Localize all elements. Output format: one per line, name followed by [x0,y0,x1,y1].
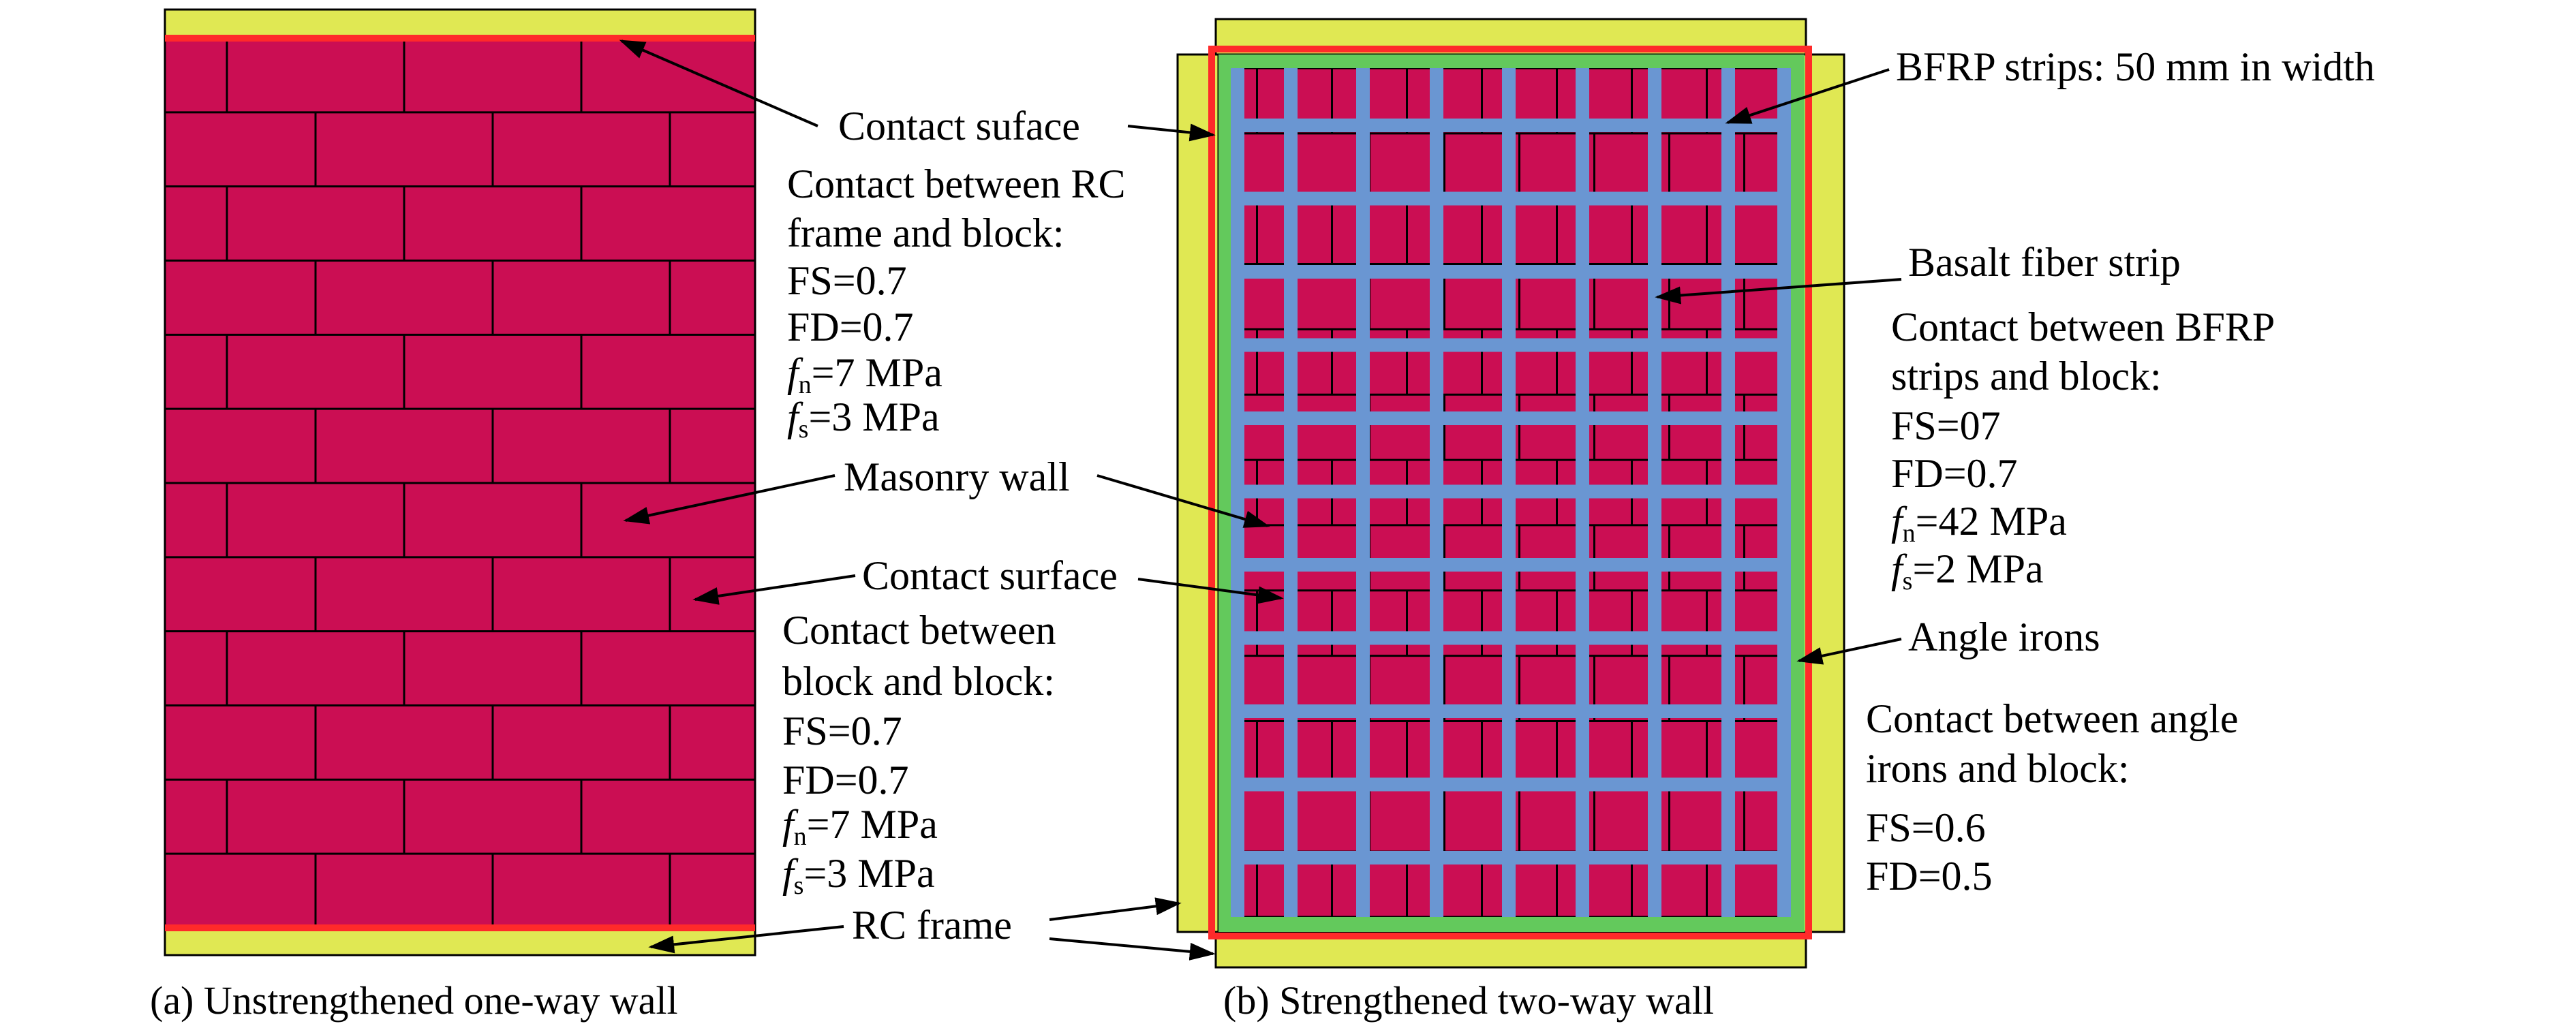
arrow-basalt-fiber-strip [1655,278,1902,305]
label-angle-block-contact-line1: Contact between angle [1866,696,2238,741]
panel-b [1176,18,1845,969]
frp-strip-horizontal [1231,704,1791,718]
frp-strip-horizontal [1231,265,1791,279]
arrow-rc-frame-a [648,925,844,954]
label-rc-block-fs-strength: fs=3 MPa [787,394,940,443]
arrow-masonry-wall-b [1097,474,1270,528]
label-block-block-contact-line2: block and block: [782,659,1055,704]
fs-value: =3 MPa [803,851,934,896]
rc-frame-top-beam-a [164,8,756,40]
arrow-bfrp-strips [1725,68,1890,124]
arrow-angle-irons [1796,638,1902,665]
fn-value: =42 MPa [1916,499,2067,544]
label-bfrp-strips: BFRP strips: 50 mm in width [1896,44,2375,89]
arrow-contact-suface-a [619,40,818,127]
caption-b: (b) Strengthened two-way wall [1223,978,1714,1023]
arrow-contact-surface-a [692,574,856,605]
fs-value: =2 MPa [1912,546,2043,591]
panel-a [164,8,756,956]
label-rc-block-contact-line1: Contact between RC [787,161,1126,206]
label-rc-block-fd: FD=0.7 [787,305,914,349]
label-bfrp-block-fn: fn=42 MPa [1891,499,2067,548]
fn-subscript: n [799,371,812,399]
label-block-block-contact-line1: Contact between [782,608,1056,653]
label-rc-block-fn: fn=7 MPa [787,350,942,399]
label-bfrp-block-contact-line2: strips and block: [1891,354,2162,399]
label-block-block-fd: FD=0.7 [782,758,909,803]
arrow-rc-frame-b2 [1049,937,1216,961]
angle-iron-right [1791,54,1805,932]
arrow-rc-frame-b1 [1049,897,1182,921]
angle-iron-left [1218,54,1231,932]
label-bfrp-block-fs: FS=07 [1891,403,2001,448]
fs-subscript: s [1903,567,1913,595]
frp-strip-horizontal [1231,558,1791,572]
frp-strip-horizontal [1231,411,1791,425]
frp-strip-horizontal [1231,851,1791,865]
arrow-masonry-wall-a [623,474,835,525]
label-basalt-fiber-strip: Basalt fiber strip [1908,240,2181,285]
label-angle-block-fd: FD=0.5 [1866,854,1993,899]
caption-a: (a) Unstrengthened one-way wall [150,978,678,1023]
frp-strip-horizontal [1231,338,1791,352]
leader-arrows [619,40,1902,961]
label-bfrp-block-fd: FD=0.7 [1891,451,2018,496]
frp-strip-horizontal [1231,631,1791,645]
label-angle-block-contact-line2: irons and block: [1866,746,2130,791]
fn-value: =7 MPa [812,350,942,395]
fn-value: =7 MPa [807,802,938,847]
fn-subscript: n [1903,519,1916,548]
arrow-contact-suface-b [1127,123,1216,142]
label-bfrp-block-contact-line1: Contact between BFRP [1891,305,2275,349]
masonry-wall-a [164,37,756,929]
label-block-block-fn: fn=7 MPa [782,802,938,851]
fs-subscript: s [794,871,804,900]
label-angle-block-fs: FS=0.6 [1866,805,1986,850]
label-contact-suface: Contact suface [838,104,1080,149]
label-rc-block-contact-line2: frame and block: [787,211,1064,255]
label-bfrp-block-fs-strength: fs=2 MPa [1891,546,2044,595]
rc-frame-bottom-beam-a [164,926,756,956]
label-contact-surface: Contact surface [862,553,1118,598]
label-block-block-fs-strength: fs=3 MPa [782,851,935,900]
frp-strip-horizontal [1231,777,1791,792]
bfrp-strip-grid [1231,68,1791,917]
frp-strip-horizontal [1231,119,1791,132]
contact-outline-b [1208,46,1812,939]
label-block-block-fs: FS=0.7 [782,708,902,753]
frp-strip-horizontal [1231,484,1791,499]
label-rc-block-fs: FS=0.7 [787,258,907,303]
fs-subscript: s [799,415,809,443]
label-rc-frame: RC frame [852,903,1012,948]
arrow-contact-surface-b [1137,578,1284,604]
fn-subscript: n [794,822,807,851]
label-masonry-wall: Masonry wall [844,454,1070,499]
angle-iron-bottom [1218,917,1805,932]
label-angle-irons: Angle irons [1908,614,2100,659]
frp-strip-horizontal [1231,191,1791,206]
angle-iron-top [1218,54,1805,68]
fs-value: =3 MPa [808,394,939,439]
